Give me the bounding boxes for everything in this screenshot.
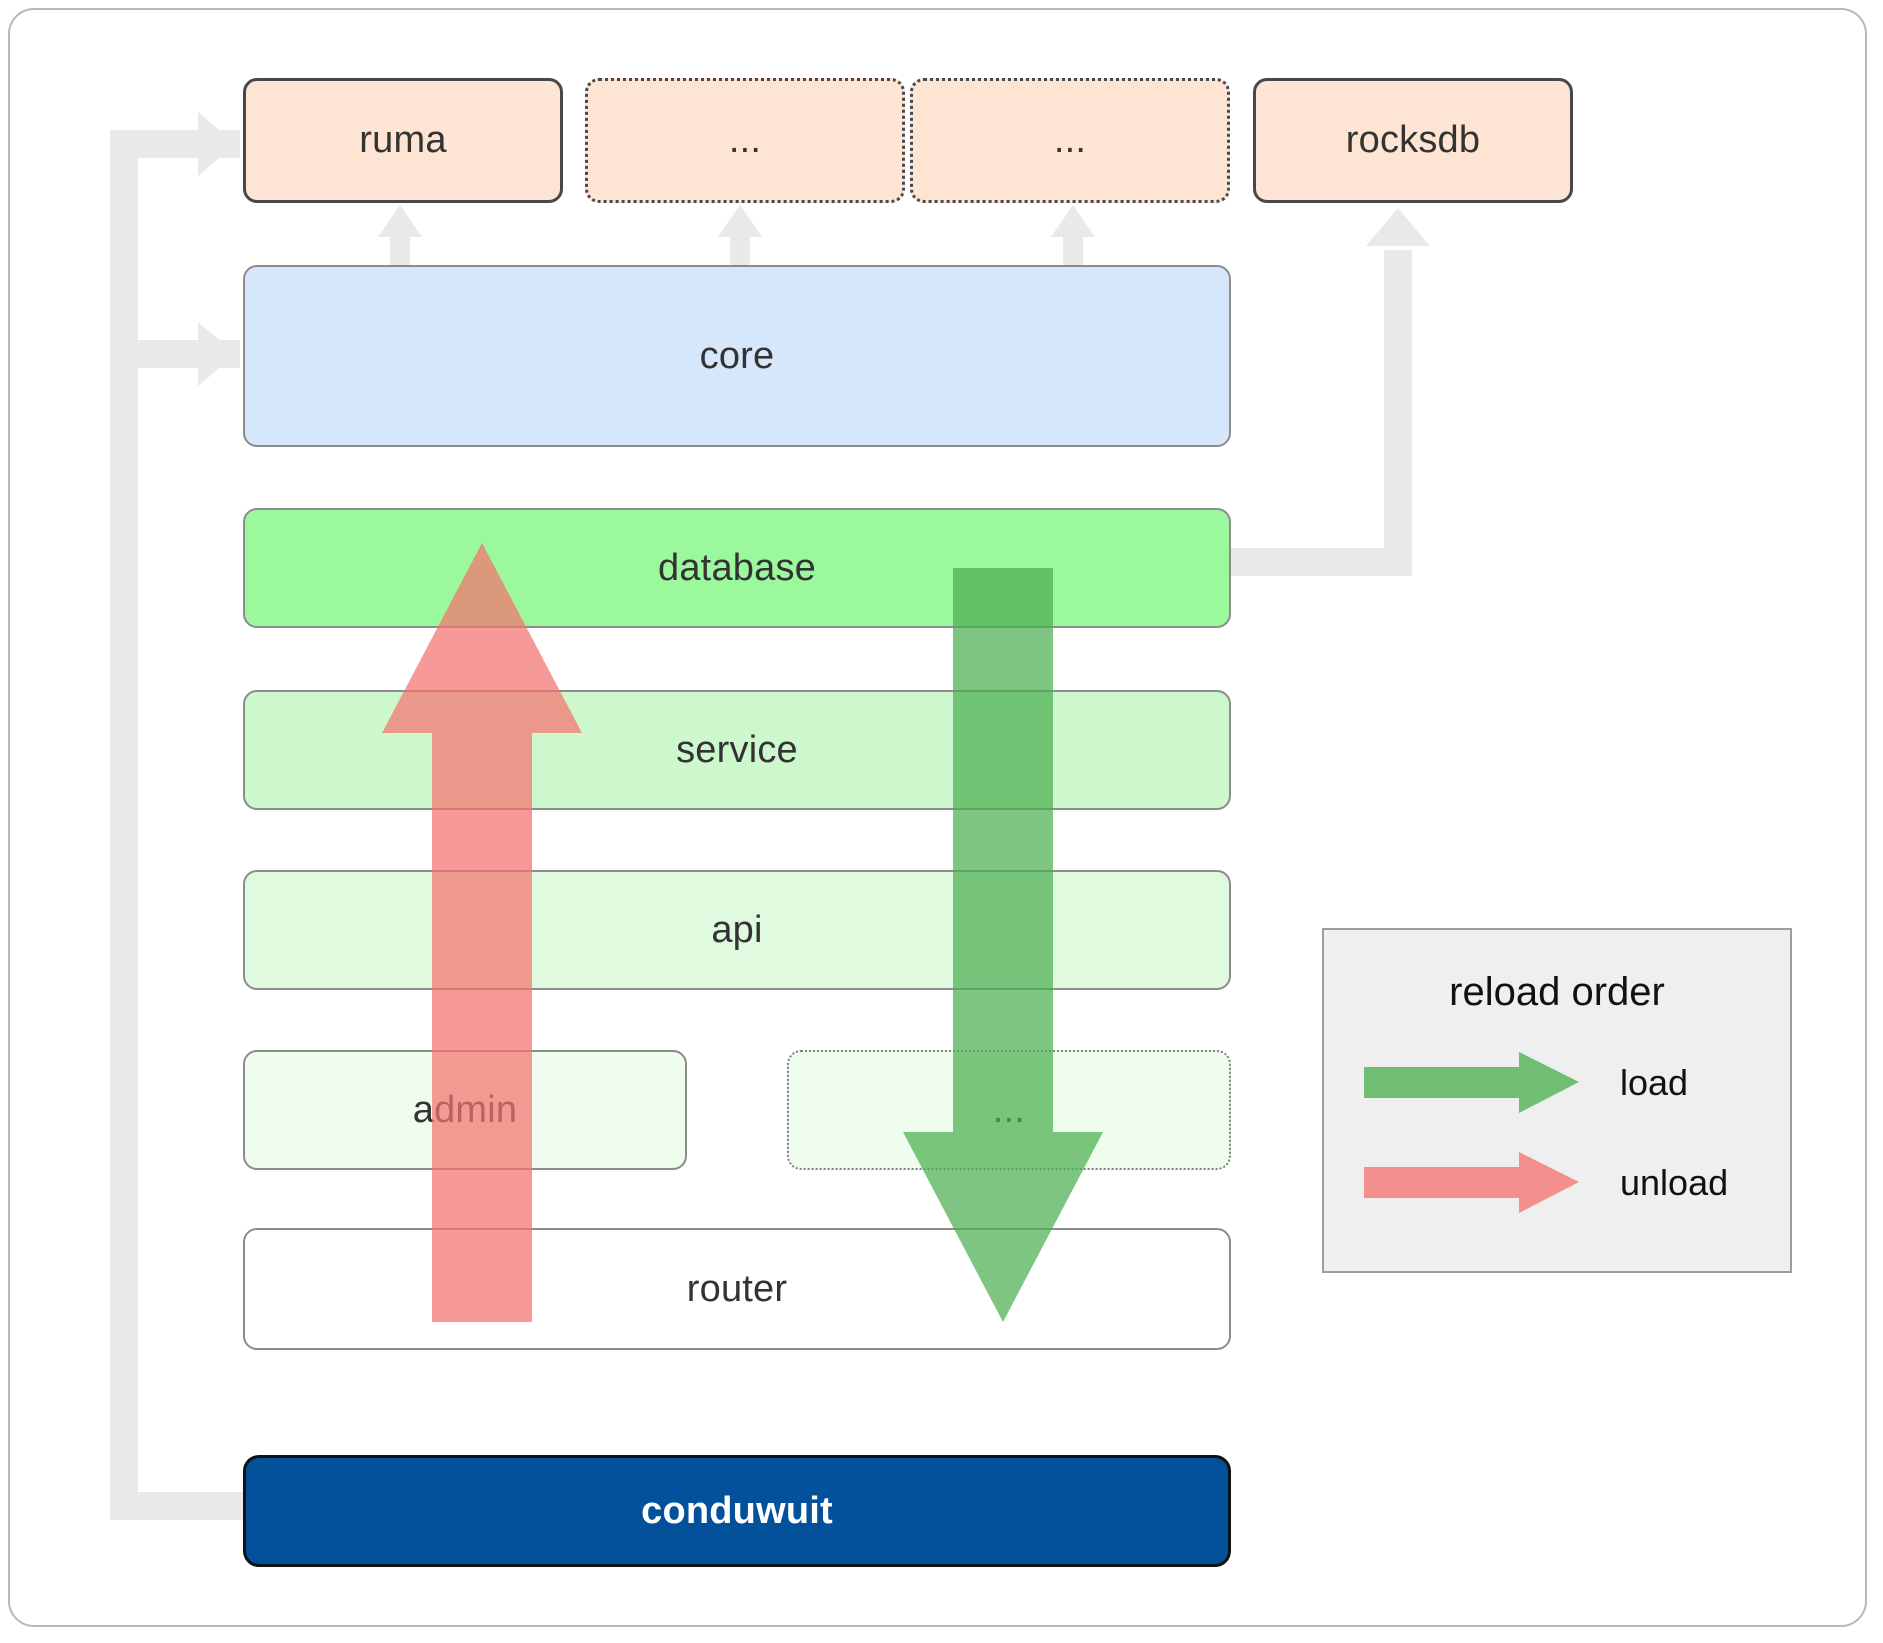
node-router[interactable]: router [243,1228,1231,1350]
connector-core-to-more2-arrow [1051,205,1095,237]
node-core[interactable]: core [243,265,1231,447]
node-more-label: ... [992,1088,1026,1131]
connector-db-to-rocksdb-vertical [1384,250,1412,576]
node-core-label: core [699,334,775,377]
legend-label-unload: unload [1620,1162,1729,1203]
connector-core-to-more1-arrow [718,205,762,237]
node-external-more-2-label: ... [1053,119,1087,161]
connector-to-conduwuit [110,1492,250,1520]
node-rocksdb-label: rocksdb [1345,119,1481,161]
connector-db-to-rocksdb-arrow [1366,208,1430,246]
connector-spine-vertical [110,130,138,1520]
diagram-frame [8,8,1867,1627]
node-api-label: api [711,908,763,951]
connector-core-to-ruma-arrow [378,205,422,237]
node-ruma-label: ruma [359,119,447,161]
node-more[interactable]: ... [787,1050,1231,1170]
node-admin-label: admin [412,1088,518,1131]
legend-load-arrow-icon [1364,1052,1579,1113]
node-ruma[interactable]: ruma [243,78,563,203]
node-admin[interactable]: admin [243,1050,687,1170]
legend-unload-arrow-icon [1364,1152,1579,1213]
node-external-more-1[interactable]: ... [585,78,905,203]
node-api[interactable]: api [243,870,1231,990]
node-conduwuit-label: conduwuit [641,1489,833,1532]
node-external-more-1-label: ... [728,119,762,161]
node-router-label: router [686,1267,788,1310]
legend-label-load: load [1620,1062,1689,1103]
node-rocksdb[interactable]: rocksdb [1253,78,1573,203]
legend-title: reload order [1449,970,1665,1014]
node-conduwuit[interactable]: conduwuit [243,1455,1231,1567]
connector-to-ruma-arrow [198,112,236,176]
node-service[interactable]: service [243,690,1231,810]
legend-panel: reload order load unload [1322,928,1792,1273]
node-service-label: service [676,728,798,771]
node-database[interactable]: database [243,508,1231,628]
node-database-label: database [658,546,816,589]
node-external-more-2[interactable]: ... [910,78,1230,203]
connector-to-core-arrow [198,322,236,386]
connector-db-to-rocksdb-horizontal [1230,548,1412,576]
